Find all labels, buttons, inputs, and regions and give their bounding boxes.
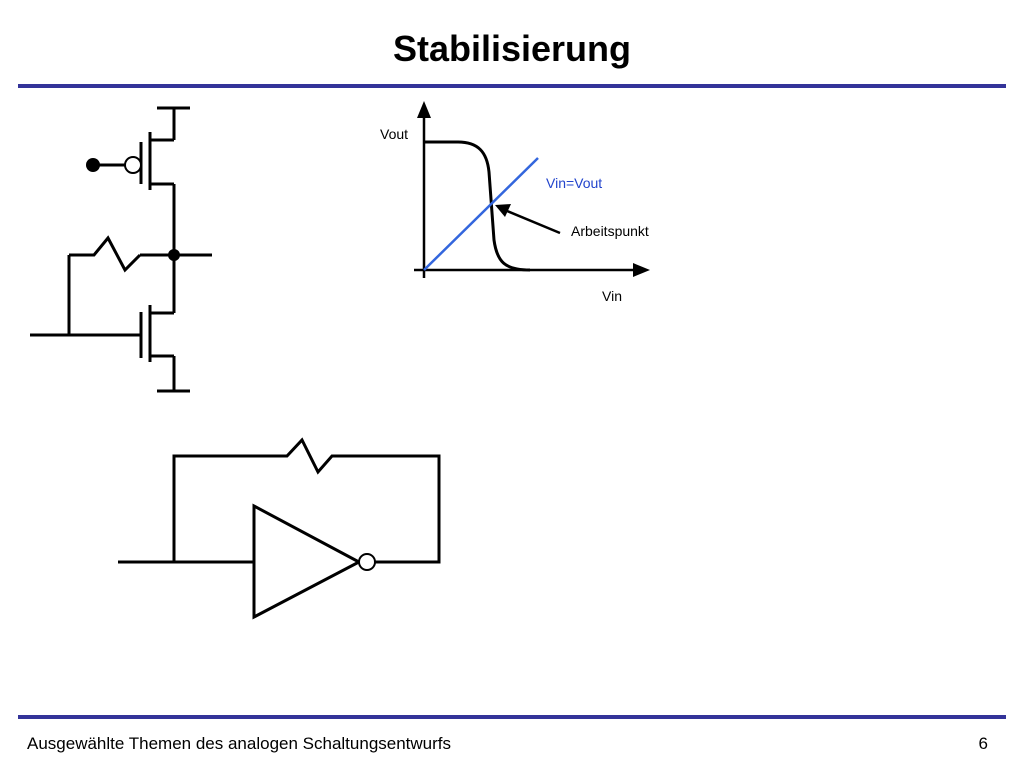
feedback-resistor: [69, 235, 142, 273]
x-axis-label: Vin: [602, 288, 622, 304]
y-axis-arrowhead: [417, 101, 431, 118]
inverter-feedback-symbol: [118, 437, 441, 620]
footer-course-title: Ausgewählte Themen des analogen Schaltun…: [27, 734, 452, 753]
diagonal-label: Vin=Vout: [546, 175, 602, 191]
cmos-inverter-feedback-schematic: [30, 106, 212, 393]
operating-point-label: Arbeitspunkt: [571, 223, 649, 239]
x-axis-arrowhead: [633, 263, 650, 277]
pmos-gate-bubble: [124, 156, 142, 174]
inverter-output-bubble: [358, 553, 376, 571]
footer-divider: [18, 715, 1006, 719]
page-number: 6: [978, 734, 988, 753]
title-divider: [18, 84, 1006, 88]
transfer-characteristic-plot: Vout Vin=Vout Arbeitspunkt Vin: [380, 101, 650, 304]
inverter-triangle: [252, 503, 363, 620]
operating-point-pointer: [506, 209, 561, 235]
transfer-curve: [424, 140, 531, 272]
slide-title: Stabilisierung: [392, 28, 632, 69]
operating-point-arrowhead: [495, 204, 511, 217]
feedback-resistor-top: [172, 437, 441, 564]
unity-diagonal: [423, 157, 539, 271]
y-axis-label: Vout: [380, 126, 408, 142]
pmos-gate-terminal: [86, 158, 100, 172]
